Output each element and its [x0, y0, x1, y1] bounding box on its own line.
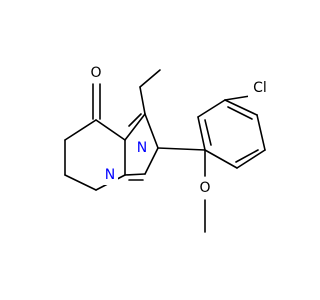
- bond-c4-c5: [64, 119, 97, 141]
- oxygen-methoxy-label: O: [197, 178, 213, 198]
- chlorine-label: Cl: [248, 78, 272, 98]
- bond-ph-c3-c4: [224, 99, 258, 116]
- bond-c6-c7: [64, 174, 97, 191]
- molecule-structure: O N N Cl O: [64, 63, 272, 233]
- bond-n2-n1: [144, 147, 159, 175]
- bond-layer: [64, 69, 266, 233]
- nitrogen-1-label: N: [102, 165, 118, 185]
- oxygen-methoxy-symbol: O: [199, 180, 210, 196]
- oxygen-ketone-label: O: [88, 63, 104, 83]
- bond-c3-n2: [144, 113, 159, 149]
- bond-ph-cl: [224, 95, 251, 101]
- bond-c3-ethyl-ch2: [139, 86, 146, 115]
- bond-ph-c5-c6: [236, 149, 266, 169]
- bond-c4-c3a: [95, 119, 126, 141]
- atom-label-layer: O N N Cl O: [88, 63, 272, 198]
- bond-c7a-n1-double-a: [124, 173, 146, 176]
- bond-ph-c3-c4-inner: [227, 106, 253, 120]
- nitrogen-2-symbol: N: [137, 140, 147, 156]
- bond-c3a-c3-double-b: [128, 113, 142, 127]
- oxygen-ketone-symbol: O: [90, 65, 101, 81]
- bond-ethyl-ch2-ch3: [139, 69, 161, 88]
- nitrogen-2-label: N: [134, 138, 150, 158]
- bond-ph-c6-c1: [204, 149, 238, 169]
- chlorine-symbol: Cl: [253, 80, 267, 96]
- bond-n2-aryl: [157, 147, 206, 151]
- bond-ph-c2-c3: [197, 99, 226, 118]
- bond-c3a-c3-double-a: [124, 113, 146, 141]
- bond-ph-c5-c6-inner: [235, 149, 259, 163]
- bond-ph-c1-c2: [197, 116, 206, 151]
- bond-ph-c4-c5: [256, 114, 266, 151]
- nitrogen-1-symbol: N: [105, 167, 115, 183]
- bond-ph-c1-c2-inner: [204, 119, 212, 146]
